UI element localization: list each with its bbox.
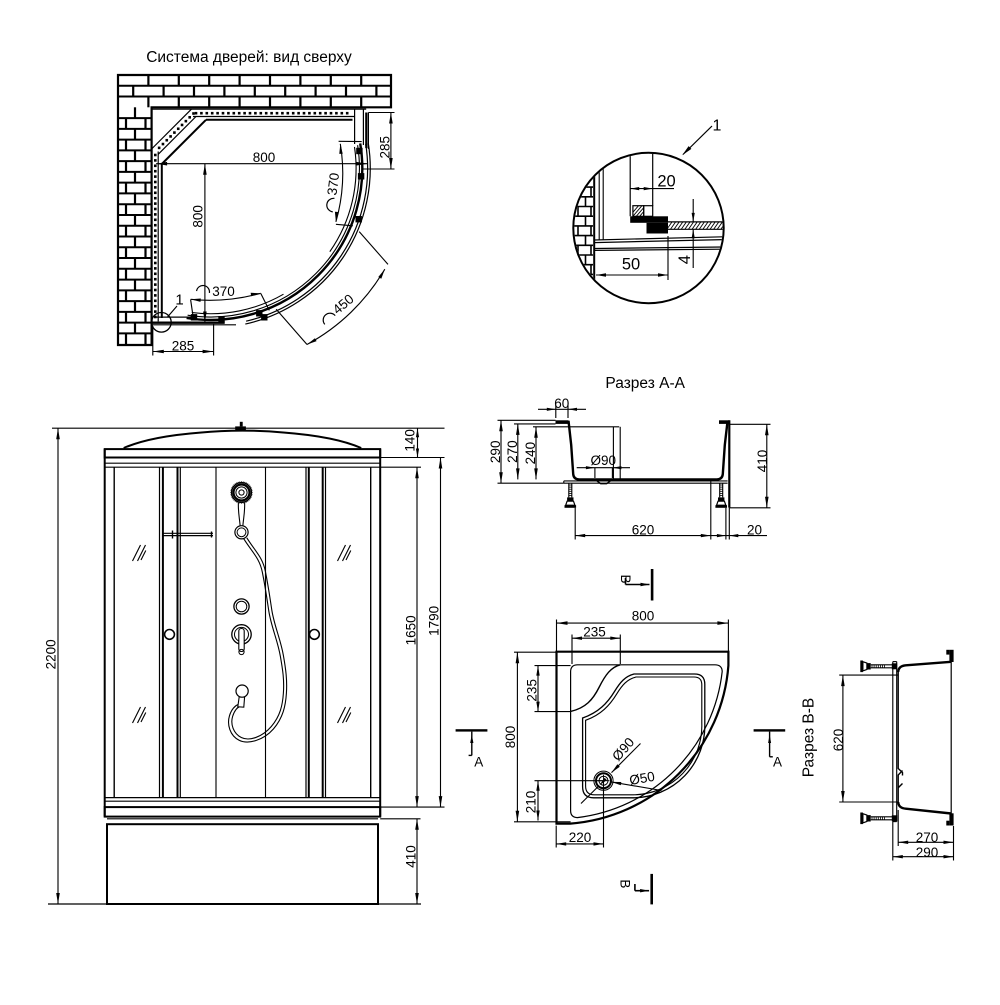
svg-text:60: 60	[554, 396, 569, 411]
svg-text:285: 285	[378, 136, 393, 159]
svg-text:А: А	[773, 754, 782, 769]
svg-text:240: 240	[523, 442, 538, 465]
svg-text:235: 235	[525, 679, 540, 702]
svg-text:370: 370	[325, 172, 343, 196]
svg-text:1650: 1650	[403, 615, 418, 645]
svg-text:1: 1	[175, 291, 183, 308]
svg-text:800: 800	[503, 726, 518, 749]
svg-text:В: В	[618, 574, 633, 583]
svg-text:235: 235	[583, 624, 606, 639]
svg-text:В: В	[618, 879, 633, 888]
svg-text:4: 4	[676, 255, 694, 264]
svg-text:20: 20	[747, 523, 762, 538]
svg-text:410: 410	[403, 845, 418, 868]
svg-text:620: 620	[831, 729, 846, 752]
svg-text:210: 210	[523, 791, 538, 814]
svg-text:1: 1	[713, 117, 722, 134]
svg-text:410: 410	[755, 450, 770, 473]
svg-text:Разрез В-В: Разрез В-В	[800, 698, 817, 778]
svg-text:Система дверей: вид сверху: Система дверей: вид сверху	[146, 49, 352, 66]
svg-text:270: 270	[505, 440, 520, 463]
svg-text:290: 290	[488, 441, 503, 464]
svg-text:20: 20	[657, 172, 675, 190]
svg-text:800: 800	[190, 205, 205, 228]
svg-text:А: А	[474, 754, 483, 769]
svg-text:50: 50	[622, 256, 640, 274]
svg-text:Ø90: Ø90	[591, 453, 617, 468]
svg-text:1790: 1790	[426, 606, 441, 636]
svg-text:800: 800	[253, 150, 276, 165]
svg-text:285: 285	[172, 339, 195, 354]
svg-text:220: 220	[569, 830, 592, 845]
svg-text:800: 800	[632, 609, 655, 624]
svg-text:620: 620	[632, 523, 655, 538]
svg-text:Разрез А-А: Разрез А-А	[605, 375, 685, 392]
svg-text:2200: 2200	[44, 639, 59, 669]
svg-text:370: 370	[212, 284, 235, 299]
svg-text:270: 270	[916, 830, 939, 845]
svg-text:290: 290	[916, 845, 939, 860]
svg-text:140: 140	[403, 429, 418, 452]
